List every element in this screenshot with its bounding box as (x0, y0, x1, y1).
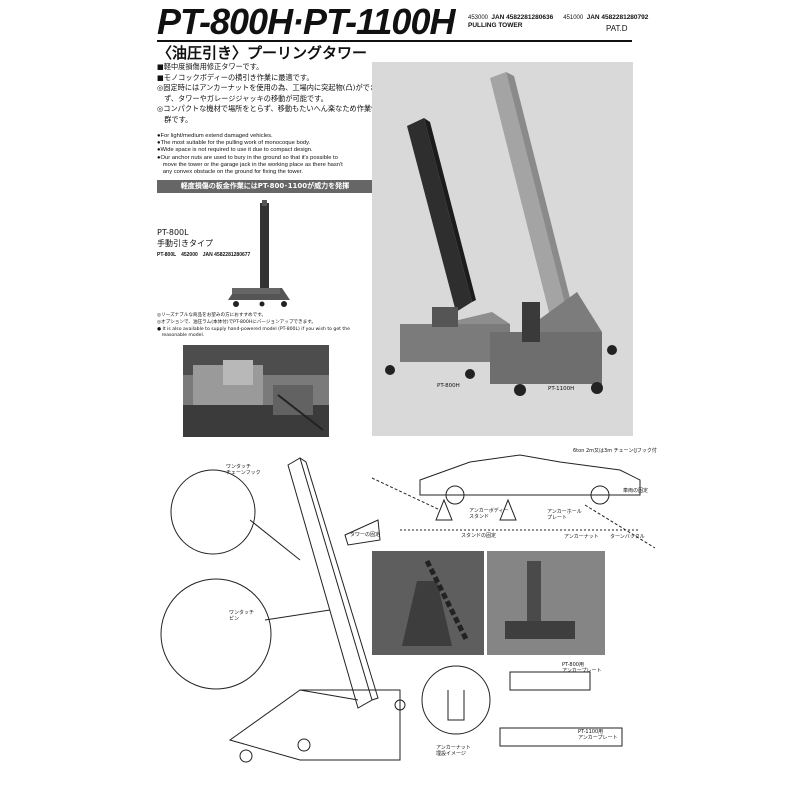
stand-left (435, 498, 453, 521)
stand-right (499, 498, 517, 521)
subtitle-en: PULLING TOWER (468, 22, 523, 29)
model-800l-name: PT-800L (157, 228, 189, 237)
patent-mark: PAT.D (606, 24, 628, 33)
label-line: アンカーボディー (469, 508, 509, 514)
label-line: ワンタッチ (229, 610, 255, 616)
feature-en-line: ●Our anchor nuts are used to bury in the… (157, 154, 338, 161)
label-line: スタンド (469, 514, 490, 520)
hook-zoom-circle (170, 469, 256, 555)
label-stand-fix: スタンドの固定 (461, 533, 497, 539)
code-1100: 451000 (563, 15, 584, 21)
label-chain-spec: 6ton 2m又は3m チェーン(Jフック付 (573, 448, 657, 454)
product-title: PT-800H·PT-1100H (157, 1, 455, 42)
car-diagram (419, 454, 641, 496)
title-rule (157, 40, 632, 42)
label-line: プレート (547, 515, 568, 521)
anchor-photo (487, 551, 605, 655)
label-line: アンカープレート (578, 735, 618, 741)
label-line: アンカーナット (436, 745, 471, 751)
note-line: ● It is also available to supply hand-po… (157, 326, 350, 332)
feature-jp-line: ◎固定時にはアンカーナットを使用の為、工場内に突起物(凸)ができ (157, 83, 378, 92)
features-en: ●For light/medium extend damaged vehicle… (157, 133, 382, 176)
model-800l-label: PT-800L 手動引きタイプ (157, 227, 213, 249)
label-line: ピン (229, 616, 240, 622)
label-plate-800: PT-800用 アンカープレート (562, 662, 602, 674)
label-line: アンカーホール (547, 509, 582, 515)
model-800l-code: PT-800L 452000 JAN 4582281280677 (157, 252, 251, 258)
feature-en-line: ●For light/medium extend damaged vehicle… (157, 133, 273, 139)
feature-en-line: ●Wide space is not required to use it du… (157, 147, 313, 154)
product-codes: 453000 JAN 4582281280636 451000 JAN 4582… (468, 14, 648, 30)
note-line: ◎オプションで、油圧ラム(本体付)でPT-800Hにバージョンアップできます。 (157, 319, 316, 325)
label-line: アンカープレート (562, 668, 602, 674)
label-turnbuckle: ターンバックル (610, 534, 645, 540)
feature-en-line: ●The most suitable for the pulling work … (157, 140, 311, 147)
label-line: チェーンフック (226, 470, 261, 476)
label-one-touch-hook: ワンタッチ チェーンフック (226, 464, 261, 476)
code-800: 453000 (468, 15, 489, 21)
subtitle-jp: 〈油圧引き〉プーリングタワー (157, 44, 368, 62)
product-photo: PT-800H PT-1100H (372, 62, 633, 436)
label-line: 埋設イメージ (436, 751, 466, 757)
label-plate-1100: PT-1100用 アンカープレート (578, 729, 618, 741)
note-line: reasonable model. (157, 333, 205, 339)
label-line: PT-1100用 (578, 729, 604, 735)
label-one-touch-pin: ワンタッチ ピン (229, 610, 254, 622)
feature-jp-line: ず、タワーやガレージジャッキの移動が可能です。 (157, 93, 328, 103)
plate-1100-diagram (499, 727, 623, 747)
pt1100h-tower (490, 72, 617, 396)
plate-800-diagram (509, 671, 591, 691)
jan-1100: JAN 4582281280792 (586, 14, 649, 21)
tower-diagram (287, 457, 373, 709)
label-anchor-hole-plate: アンカーホール プレート (547, 509, 582, 521)
jan-800: JAN 4582281280636 (491, 14, 554, 21)
stand-photo (372, 551, 484, 655)
pt800h-caption: PT-800H (437, 383, 460, 389)
feature-jp-line: ■モノコックボディーの横引き作業に最適です。 (157, 72, 314, 82)
label-anchor-nut-image: アンカーナット 埋設イメージ (436, 745, 471, 757)
feature-en-line: any convex obstacle on the ground for fi… (157, 169, 303, 176)
anchor-nut-circle (421, 665, 491, 735)
feature-jp-line: ■軽中度損傷用修正タワーです。 (157, 62, 264, 71)
feature-jp-line: ◎コンパクトな機材で場所をとらず、移動もたいへん楽なため作業性抜 (157, 104, 386, 113)
label-line: PT-800用 (562, 662, 584, 668)
pt800l-tower-image (228, 200, 290, 307)
features-jp: ■軽中度損傷用修正タワーです。 ■モノコックボディーの横引き作業に最適です。 ◎… (157, 62, 386, 125)
pt1100h-caption: PT-1100H (548, 386, 575, 392)
label-anchor-nut: アンカーナット (564, 534, 599, 540)
label-anchor-body-stand: アンカーボディー スタンド (469, 508, 508, 520)
label-tower-fix: タワーの固定 (350, 532, 381, 538)
notes: ◎リーズナブルな商品をお望みの方におすすめです。 ◎オプションで、油圧ラム(本体… (157, 313, 377, 340)
feature-en-line: move the tower or the garage jack in the… (157, 161, 343, 168)
feature-jp-line: 群です。 (157, 114, 193, 124)
label-line: ワンタッチ (226, 464, 252, 470)
model-800l-subtitle: 手動引きタイプ (157, 239, 213, 248)
label-vehicle-fix: 車両の固定 (623, 488, 649, 494)
pin-zoom-circle (160, 578, 272, 690)
workshop-photo (183, 345, 329, 437)
note-line: ◎リーズナブルな商品をお望みの方におすすめです。 (157, 313, 266, 318)
banner: 軽度損傷の板金作業にはPT-800･1100が威力を発揮 (157, 180, 373, 193)
